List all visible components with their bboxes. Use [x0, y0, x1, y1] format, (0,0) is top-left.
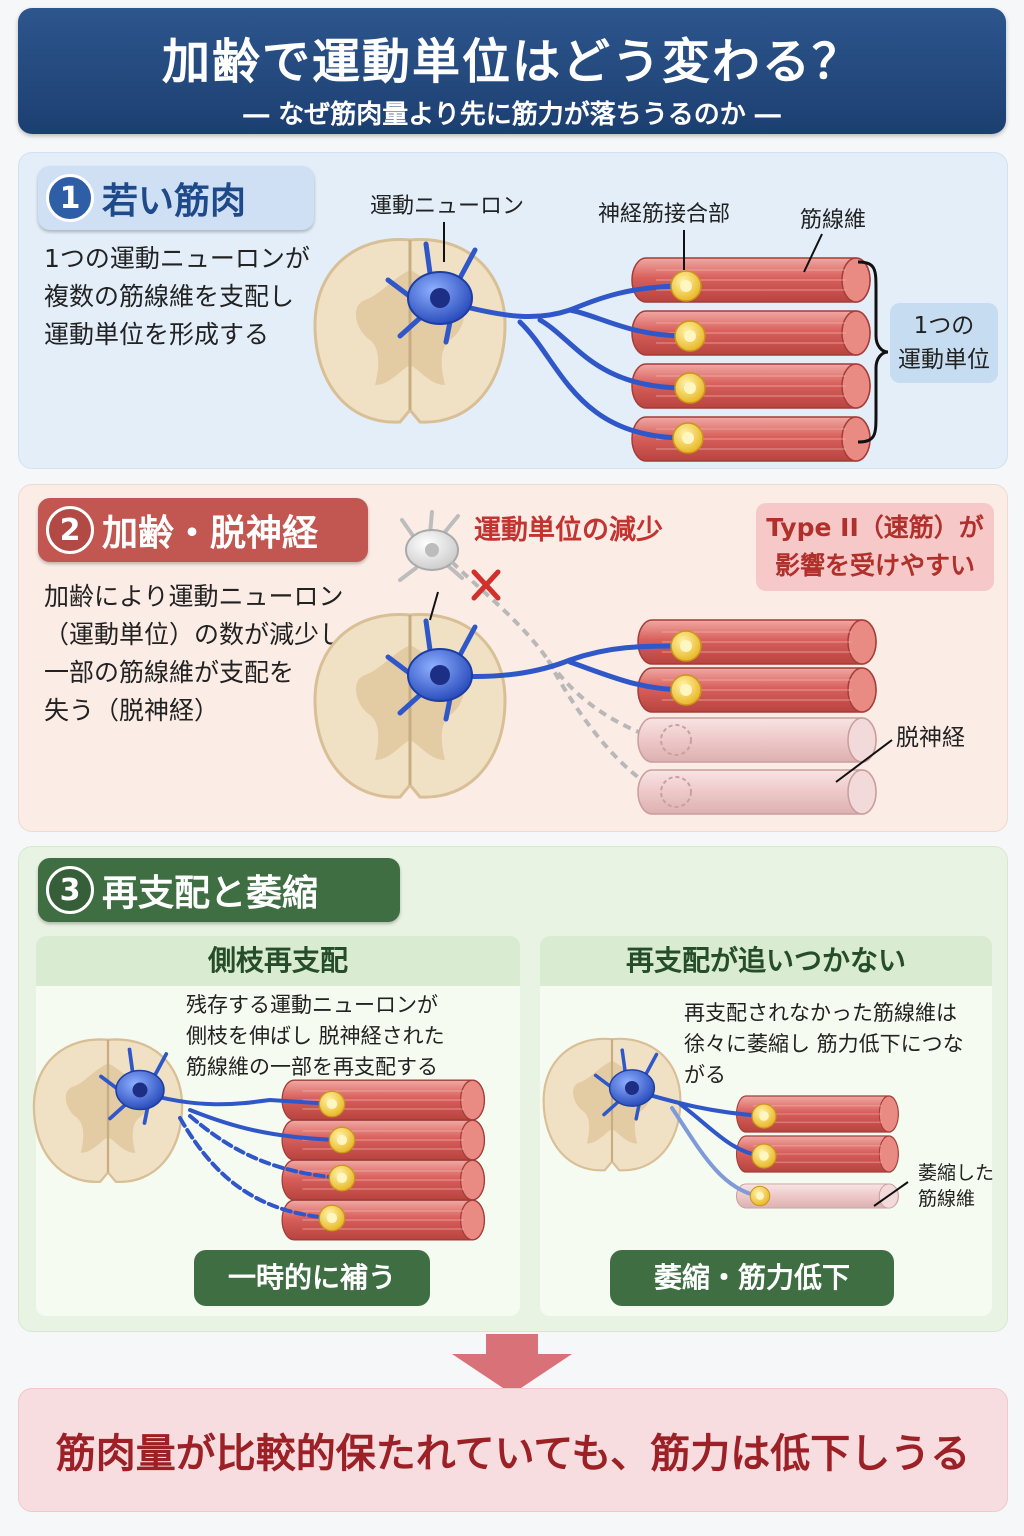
- collateral-description: 残存する運動ニューロンが 側枝を伸ばし 脱神経された 筋線維の一部を再支配する: [186, 990, 506, 1083]
- section2-number: 2: [46, 506, 94, 554]
- type2-note-line: Type II（速筋）が: [766, 513, 984, 542]
- atrophy-strength-loss-pill: 萎縮・筋力低下: [610, 1250, 894, 1306]
- section1-desc-line: 運動単位を形成する: [44, 320, 270, 349]
- type2-note-line: 影響を受けやすい: [774, 551, 975, 580]
- motor-unit-box-line: 1つの: [913, 313, 975, 339]
- section1-desc-line: 1つの運動ニューロンが: [44, 244, 310, 273]
- section1-description: 1つの運動ニューロンが 複数の筋線維を支配し 運動単位を形成する: [44, 240, 334, 354]
- section2-title: 加齢・脱神経: [102, 513, 319, 554]
- conclusion-banner: 筋肉量が比較的保たれていても、筋力は低下しうる: [18, 1388, 1008, 1512]
- fails-description: 再支配されなかった筋線維は 徐々に萎縮し 筋力低下につながる: [684, 998, 984, 1091]
- section1-title-tag: 1 若い筋肉: [38, 166, 314, 230]
- down-arrow-icon: [452, 1334, 572, 1394]
- spinal-cord-cross-section: [542, 1037, 682, 1172]
- atrophied-fiber-label-line: 筋線維: [918, 1188, 976, 1210]
- spinal-cord-cross-section: [32, 1038, 184, 1184]
- section2-desc-line: 失う（脱神経）: [44, 696, 220, 725]
- section2-title-tag: 2 加齢・脱神経: [38, 498, 368, 562]
- collateral-desc-line: 筋線維の一部を再支配する: [186, 1055, 438, 1079]
- loss-cross-icon: [471, 569, 501, 601]
- motor-unit-box: 1つの 運動単位: [890, 303, 998, 383]
- denervation-label: 脱神経: [896, 725, 965, 751]
- section3-number: 3: [46, 866, 94, 914]
- atrophied-fiber-label: 萎縮した 筋線維: [918, 1160, 994, 1212]
- page-title: 加齢で運動単位はどう変わる？: [161, 34, 862, 90]
- lost-synapses: [660, 724, 692, 808]
- motor-neuron-axons: [437, 283, 688, 441]
- motor-unit-loss-warning: 運動単位の減少: [474, 515, 663, 546]
- section1-desc-line: 複数の筋線維を支配し: [44, 282, 295, 311]
- nmj-label: 神経筋接合部: [598, 202, 731, 227]
- motor-unit-box-line: 運動単位: [898, 347, 990, 373]
- motor-unit-bracket: [857, 260, 889, 444]
- conclusion-text: 筋肉量が比較的保たれていても、筋力は低下しうる: [55, 1431, 971, 1477]
- section2-desc-line: （運動単位）の数が減少し: [44, 620, 345, 649]
- leader-line: [835, 739, 893, 783]
- section2-desc-line: 一部の筋線維が支配を: [44, 658, 295, 687]
- fails-desc-line: 徐々に萎縮し 筋力低下につながる: [684, 1032, 964, 1087]
- section1-number: 1: [46, 174, 94, 222]
- leader-line: [873, 1181, 909, 1207]
- page-subtitle: ― なぜ筋肉量より先に筋力が落ちうるのか ―: [243, 100, 781, 130]
- spinal-cord-cross-section: [313, 238, 507, 424]
- collateral-reinnervation-heading: 側枝再支配: [36, 936, 520, 986]
- section1-title: 若い筋肉: [102, 181, 247, 222]
- reinnervation-fails-heading: 再支配が追いつかない: [540, 936, 992, 986]
- muscle-fiber-label: 筋線維: [800, 208, 867, 233]
- leader-line: [429, 591, 439, 621]
- section3-title: 再支配と萎縮: [102, 873, 319, 914]
- section2-desc-line: 加齢により運動ニューロン: [44, 582, 344, 611]
- temporary-compensation-pill: 一時的に補う: [194, 1250, 430, 1306]
- atrophied-fiber-label-line: 萎縮した: [918, 1162, 995, 1184]
- type2-note-box: Type II（速筋）が 影響を受けやすい: [756, 503, 994, 591]
- collateral-desc-line: 側枝を伸ばし 脱神経された: [186, 1024, 445, 1048]
- section3-title-tag: 3 再支配と萎縮: [38, 858, 400, 922]
- collateral-desc-line: 残存する運動ニューロンが: [186, 993, 438, 1017]
- motor-neuron-label: 運動ニューロン: [370, 194, 525, 219]
- section2-description: 加齢により運動ニューロン （運動単位）の数が減少し 一部の筋線維が支配を 失う（…: [44, 578, 374, 730]
- leader-lines: [443, 222, 823, 273]
- fails-desc-line: 再支配されなかった筋線維は: [684, 1001, 957, 1025]
- header-banner: 加齢で運動単位はどう変わる？ ― なぜ筋肉量より先に筋力が落ちうるのか ―: [18, 8, 1006, 134]
